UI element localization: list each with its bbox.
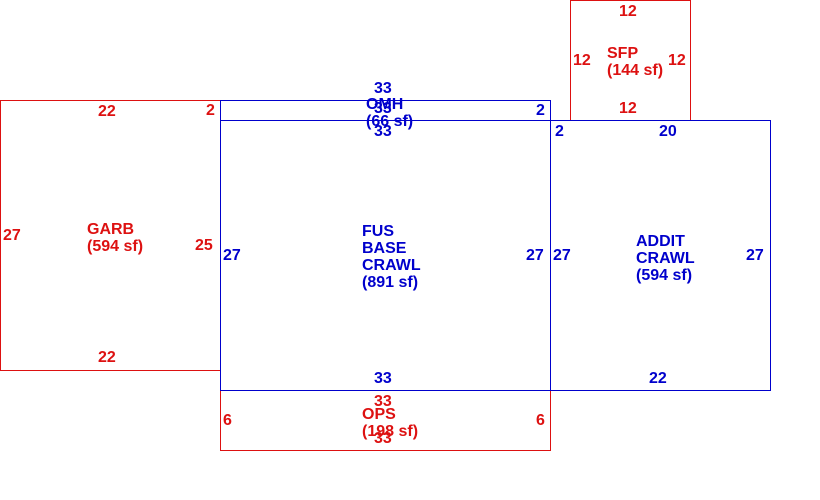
addit-bottom-dim: 22: [649, 370, 667, 387]
addit-line2: CRAWL: [636, 250, 695, 267]
ops-left-dim: 6: [223, 412, 232, 429]
sfp-bottom-dim: 12: [619, 100, 637, 117]
garb-name: GARB: [87, 221, 135, 238]
omh-right-dim: 2: [536, 102, 545, 119]
fus-line1: FUS: [362, 223, 394, 240]
sfp-top-dim: 12: [619, 3, 637, 20]
addit-top-dim: 20: [659, 123, 677, 140]
addit-left-dim: 27: [553, 247, 571, 264]
fus-line2: BASE: [362, 240, 407, 257]
addit-line1: ADDIT: [636, 233, 685, 250]
sfp-left-dim: 12: [573, 52, 591, 69]
sfp-size: (144 sf): [607, 62, 664, 79]
addit-area-label: ADDIT CRAWL (594 sf): [636, 233, 695, 284]
ops-top-dim: 33: [374, 393, 392, 410]
garb-right-dim: 25: [195, 237, 213, 254]
ops-bottom-dim: 33: [374, 430, 392, 447]
sfp-area-label: SFP (144 sf): [607, 45, 663, 79]
fus-left-dim: 27: [223, 247, 241, 264]
garb-top-dim: 22: [98, 103, 116, 120]
omh-name: OMH: [366, 96, 404, 113]
omh-bottom-overlap-dim: 33: [374, 100, 392, 117]
addit-right-dim: 27: [746, 247, 764, 264]
omh-top-dim: 33: [374, 80, 392, 97]
omh-bottom-dim: 33: [374, 123, 392, 140]
omh-area-label: OMH (66 sf): [366, 96, 413, 130]
fus-line3: CRAWL: [362, 257, 421, 274]
garb-bottom-dim: 22: [98, 349, 116, 366]
fus-bottom-dim: 33: [374, 370, 392, 387]
addit-outline: [550, 120, 771, 391]
ops-area-label: OPS (198 sf): [362, 406, 418, 440]
addit-size: (594 sf): [636, 267, 693, 284]
garb-gap-dim: 2: [206, 102, 215, 119]
fus-right-dim: 27: [526, 247, 544, 264]
garb-size: (594 sf): [87, 238, 144, 255]
garb-left-dim: 27: [3, 227, 21, 244]
sfp-name: SFP: [607, 45, 639, 62]
ops-size: (198 sf): [362, 423, 419, 440]
fus-size: (891 sf): [362, 274, 419, 291]
fus-area-label: FUS BASE CRAWL (891 sf): [362, 223, 421, 291]
ops-name: OPS: [362, 406, 396, 423]
omh-size: (66 sf): [366, 113, 414, 130]
garb-area-label: GARB (594 sf): [87, 221, 143, 255]
sfp-right-dim: 12: [668, 52, 686, 69]
ops-right-dim: 6: [536, 412, 545, 429]
addit-gap-dim: 2: [555, 123, 564, 140]
